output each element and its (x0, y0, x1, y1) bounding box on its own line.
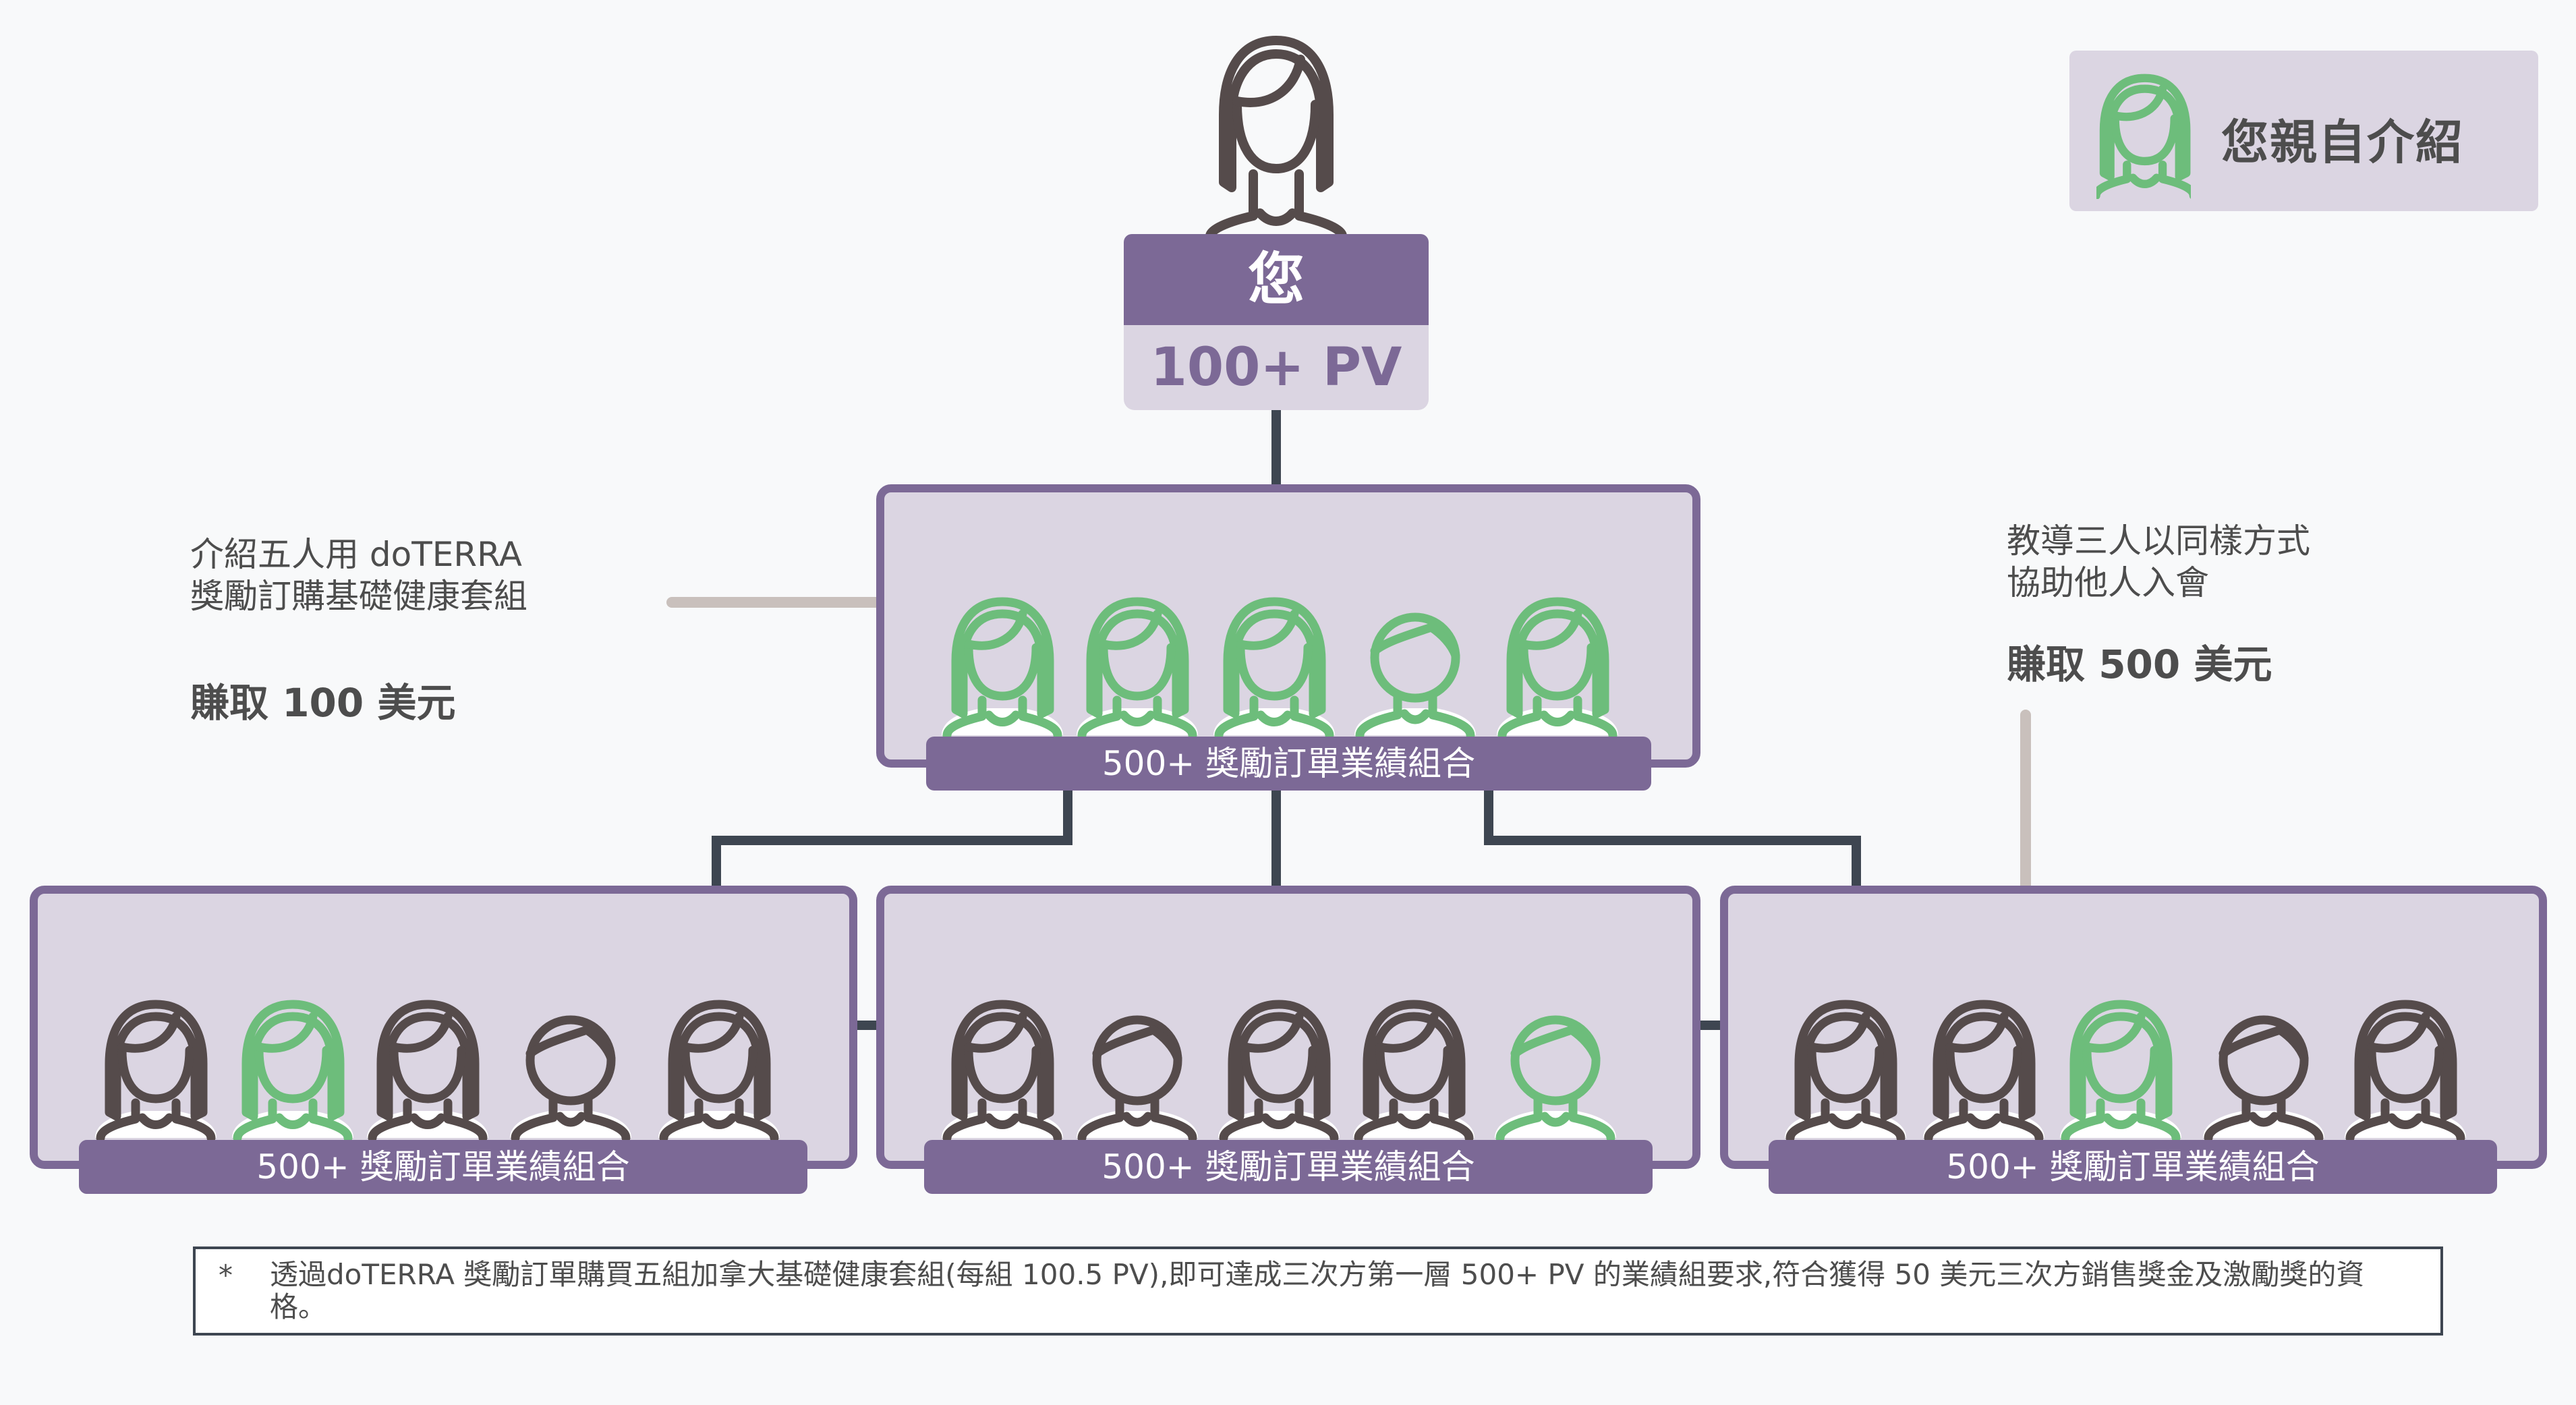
right-note-line2: 協助他人入會 (2007, 563, 2209, 602)
level2-right-bar-label: 500+ 獎勵訂單業績組合 (1769, 1140, 2497, 1194)
left-note-line2: 獎勵訂購基礎健康套組 (190, 577, 527, 616)
female-person-icon (95, 1004, 217, 1138)
footnote-text: 透過doTERRA 獎勵訂單購買五組加拿大基礎健康套組(每組 100.5 PV)… (270, 1258, 2365, 1323)
personal-female-person-icon (1077, 602, 1198, 735)
female-person-icon (2345, 1004, 2466, 1138)
level1-people (942, 602, 1618, 735)
female-person-icon (942, 1004, 1063, 1138)
you-label: 您 (1124, 234, 1429, 325)
legend-box: 您親自介紹 (2069, 51, 2538, 211)
female-person-icon (1218, 1004, 1340, 1138)
female-person-icon (367, 1004, 488, 1138)
legend-label: 您親自介紹 (2221, 115, 2464, 170)
you-pv-label: 100+ PV (1124, 325, 1429, 410)
female-person-icon (658, 1004, 780, 1138)
personal-female-person-icon (2060, 1004, 2181, 1138)
female-person-icon (1785, 1004, 1906, 1138)
level1-bar-label: 500+ 獎勵訂單業績組合 (926, 737, 1651, 791)
right-note-line1: 教導三人以同樣方式 (2007, 521, 2310, 561)
level2-left-bar-label: 500+ 獎勵訂單業績組合 (79, 1140, 807, 1194)
footnote-marker: * (219, 1259, 233, 1292)
personal-male-person-icon (1354, 617, 1476, 735)
level2-mid-bar-label: 500+ 獎勵訂單業績組合 (924, 1140, 1653, 1194)
male-person-icon (1077, 1020, 1198, 1138)
left-earn-text: 賺取 100 美元 (190, 680, 456, 726)
personal-male-person-icon (1495, 1020, 1616, 1138)
top-person-icon (1205, 36, 1347, 241)
male-person-icon (510, 1020, 631, 1138)
right-earn-text: 賺取 500 美元 (2007, 641, 2272, 687)
personal-referral-icon (2096, 74, 2191, 199)
connector-lines (712, 410, 1861, 1030)
left-note-line1: 介紹五人用 doTERRA (190, 535, 523, 574)
female-person-icon (1353, 1004, 1475, 1138)
personal-female-person-icon (232, 1004, 353, 1138)
male-person-icon (2203, 1020, 2324, 1138)
level2-left-people (95, 1004, 780, 1138)
personal-female-person-icon (1497, 602, 1618, 735)
level2-right-people (1785, 1004, 2466, 1138)
female-person-icon (1923, 1004, 2044, 1138)
footnote-box: * 透過doTERRA 獎勵訂單購買五組加拿大基礎健康套組(每組 100.5 P… (193, 1246, 2443, 1336)
personal-female-person-icon (1213, 602, 1335, 735)
note-lines (666, 597, 2031, 893)
personal-female-person-icon (942, 602, 1063, 735)
level2-mid-people (942, 1004, 1616, 1138)
